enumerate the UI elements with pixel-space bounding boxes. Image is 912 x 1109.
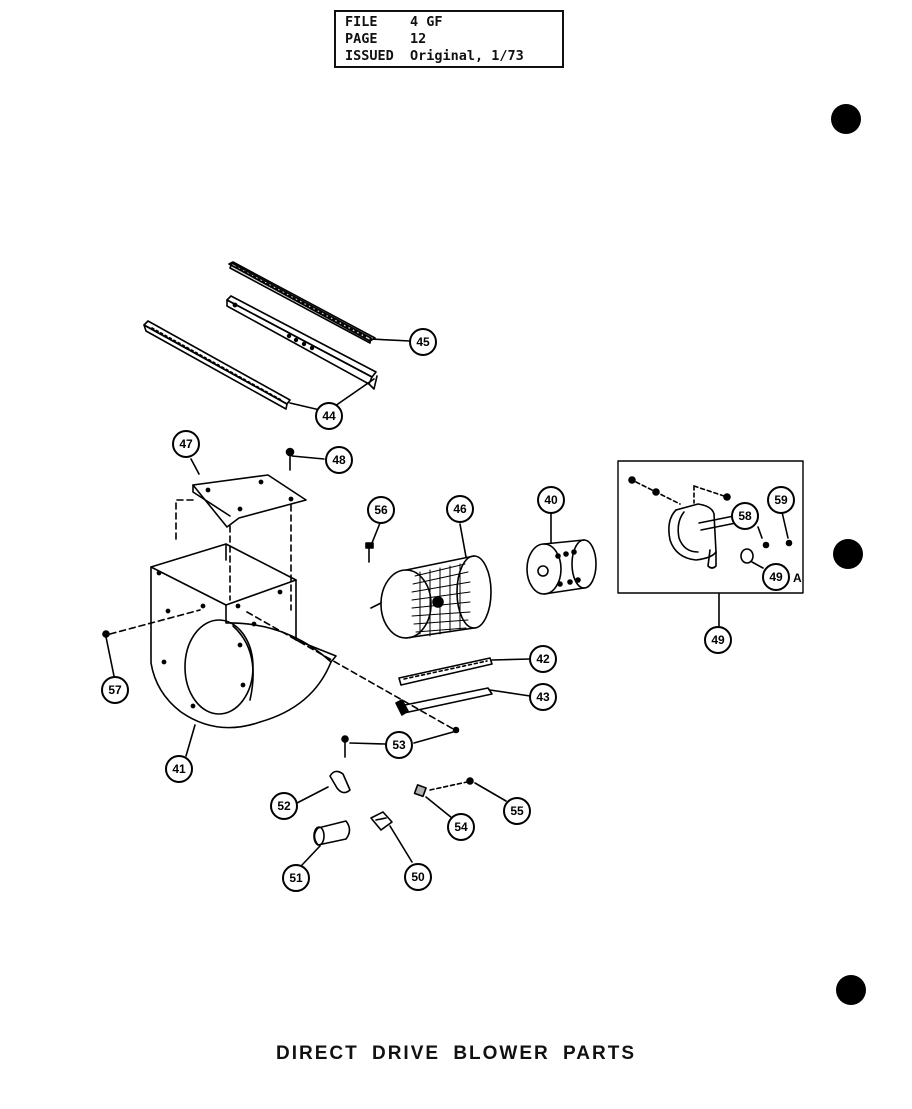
file-stamp: FILE 4 GF PAGE 12 ISSUED Original, 1/73 xyxy=(334,10,564,68)
callout-57-circle xyxy=(101,676,129,704)
callout-51-circle xyxy=(282,864,310,892)
parts-58-59-49a xyxy=(740,511,793,569)
file-value: 4 GF xyxy=(410,14,443,30)
callout-54-circle xyxy=(447,813,475,841)
callout-45-circle xyxy=(409,328,437,356)
screw-56 xyxy=(365,522,381,563)
callout-52-circle xyxy=(270,792,298,820)
callout-48: 48 xyxy=(332,453,346,467)
callout-57: 57 xyxy=(108,683,122,697)
rail-45 xyxy=(228,261,376,344)
callout-53: 53 xyxy=(392,738,406,752)
callout-46: 46 xyxy=(453,502,467,516)
callout-54: 54 xyxy=(454,820,468,834)
callout-44: 44 xyxy=(322,409,336,423)
callout-53-circle xyxy=(385,731,413,759)
page-title: DIRECT DRIVE BLOWER PARTS xyxy=(275,1043,637,1064)
binder-hole-bottom xyxy=(836,975,866,1005)
screw-48 xyxy=(285,447,325,471)
motor-mount-strip-42 xyxy=(398,657,531,686)
leader-45 xyxy=(369,338,411,342)
callout-59: 59 xyxy=(774,493,788,507)
callout-43: 43 xyxy=(536,690,550,704)
callout-55-circle xyxy=(503,797,531,825)
callout-48-circle xyxy=(325,446,353,474)
page-label: PAGE xyxy=(345,31,378,47)
issued-label: ISSUED xyxy=(345,48,394,64)
mount-kit-49-box xyxy=(617,460,804,627)
binder-hole-top xyxy=(831,104,861,134)
clamp-52 xyxy=(296,770,351,804)
callout-52: 52 xyxy=(277,799,291,813)
callout-49: 49 xyxy=(711,633,725,647)
callout-49-circle xyxy=(704,626,732,654)
leader-44b xyxy=(289,402,321,411)
callout-43-circle xyxy=(529,683,557,711)
screw-57 xyxy=(102,630,115,677)
callout-58: 58 xyxy=(738,509,752,523)
callout-41: 41 xyxy=(172,762,186,776)
callout-circles xyxy=(101,328,795,892)
callout-44-circle xyxy=(315,402,343,430)
callout-56: 56 xyxy=(374,503,388,517)
cutoff-plate-47 xyxy=(190,458,307,528)
callout-45: 45 xyxy=(416,335,430,349)
clip-54 xyxy=(413,781,468,819)
binder-hole-middle xyxy=(833,539,863,569)
callout-labels: 40 41 42 43 44 45 46 47 48 49 49 A 50 51… xyxy=(108,335,802,885)
blower-wheel-46 xyxy=(370,523,492,639)
file-label: FILE xyxy=(345,14,378,30)
leader-44a xyxy=(334,378,375,407)
issued-value: Original, 1/73 xyxy=(410,48,524,64)
motor-mount-49 xyxy=(628,476,742,569)
callout-47-circle xyxy=(172,430,200,458)
callout-49a: 49 xyxy=(769,570,783,584)
callout-46-circle xyxy=(446,495,474,523)
callout-50: 50 xyxy=(411,870,425,884)
motor-40 xyxy=(526,513,597,595)
callout-58-circle xyxy=(731,502,759,530)
callout-55: 55 xyxy=(510,804,524,818)
callout-42-circle xyxy=(529,645,557,673)
capacitor-51 xyxy=(301,820,351,866)
callout-50-circle xyxy=(404,863,432,891)
callout-42: 42 xyxy=(536,652,550,666)
capacitor-bracket-50 xyxy=(370,811,413,863)
callout-40-circle xyxy=(537,486,565,514)
callout-59-circle xyxy=(767,486,795,514)
callout-41-circle xyxy=(165,755,193,783)
callout-47: 47 xyxy=(179,437,193,451)
rail-44-upper xyxy=(226,295,378,390)
callout-49a-circle xyxy=(762,563,790,591)
blower-housing-41 xyxy=(150,543,337,757)
screw-55 xyxy=(466,777,507,802)
callout-56-circle xyxy=(367,496,395,524)
page-value: 12 xyxy=(410,31,427,47)
motor-mount-strip-43 xyxy=(395,687,531,716)
callout-40: 40 xyxy=(544,493,558,507)
rail-44-lower xyxy=(143,320,291,410)
screw-53 xyxy=(341,726,460,758)
callout-51: 51 xyxy=(289,871,303,885)
callout-49a-suffix: A xyxy=(793,571,802,585)
assembly-guides xyxy=(109,499,456,731)
